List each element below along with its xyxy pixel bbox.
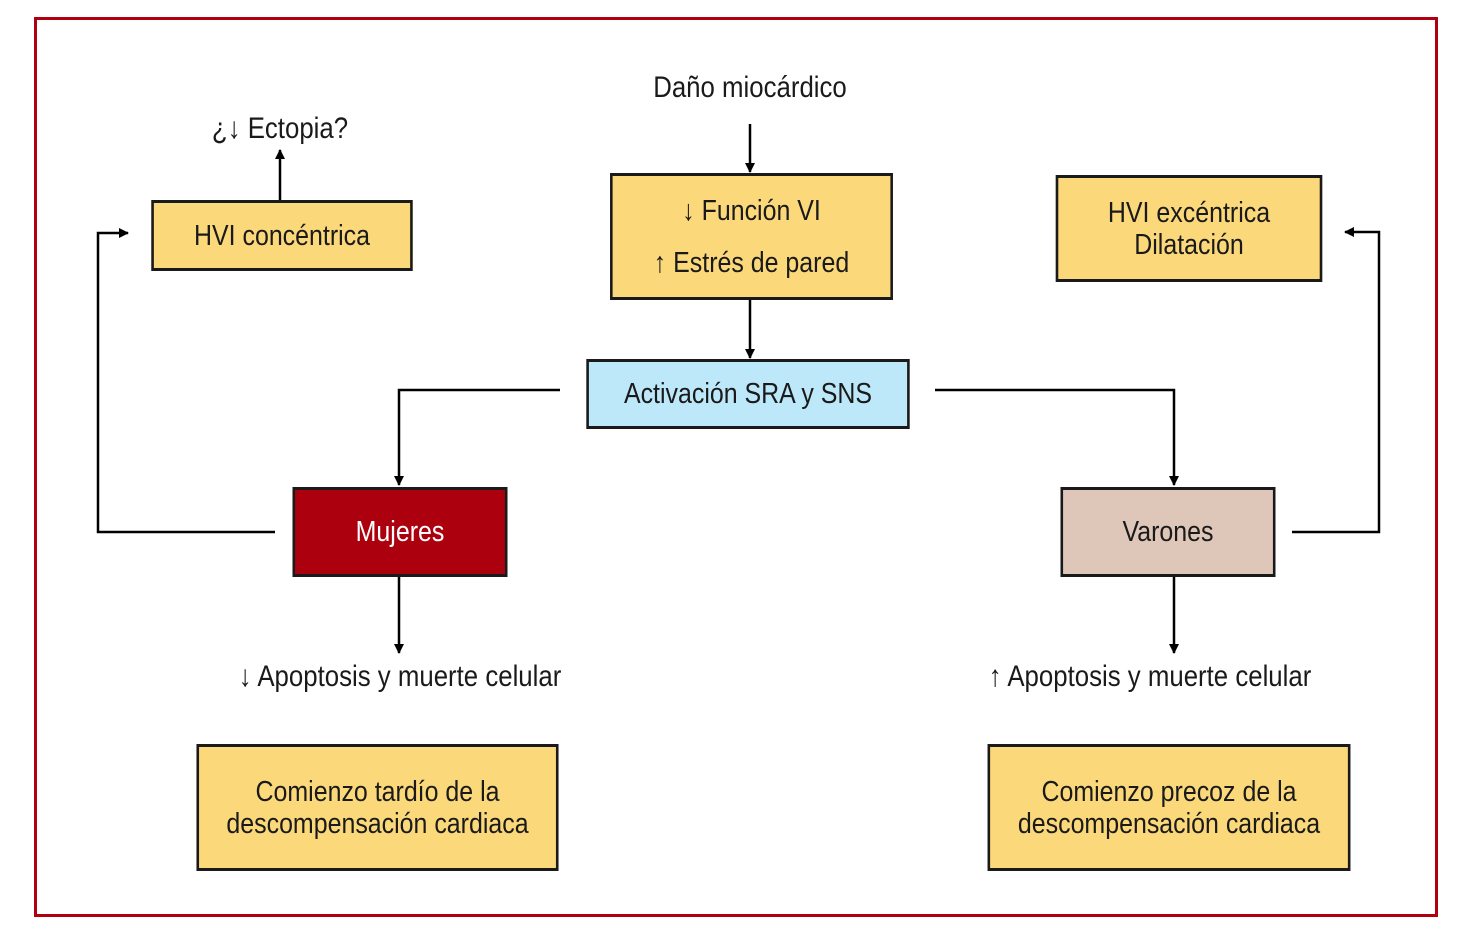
text-activacion: Activación SRA y SNS (623, 378, 873, 410)
text-tardio-line1: Comienzo tardío de la (255, 775, 500, 808)
text-funcion-vi: ↓ Función VI (682, 194, 821, 227)
label-apoptosis-aumentada: ↑ Apoptosis y muerte celular (988, 660, 1312, 693)
text-hvi-concentrica: HVI concéntrica (193, 219, 371, 252)
text-dilatacion: Dilatación (1134, 228, 1244, 261)
box-hvi-excentrica: HVI excéntrica Dilatación (1055, 175, 1323, 282)
box-hvi-concentrica: HVI concéntrica (151, 200, 413, 271)
arrow-activacion-to-varones (935, 388, 1179, 486)
text-precoz-line1: Comienzo precoz de la (1041, 775, 1297, 808)
diagram-frame (34, 17, 1438, 917)
text-tardio-line2: descompensación cardiaca (226, 807, 529, 840)
box-activacion: Activación SRA y SNS (586, 359, 910, 429)
arrow-activacion-to-mujeres (394, 388, 560, 486)
arrow-mujeres-to-hvi-concentrica (96, 228, 275, 534)
box-mujeres: Mujeres (292, 487, 508, 577)
text-mujeres: Mujeres (355, 516, 445, 548)
text-estres-pared: ↑ Estrés de pared (653, 246, 850, 279)
arrow-varones-to-hvi-excentrica (1292, 227, 1381, 534)
box-funcion-vi: ↓ Función VI ↑ Estrés de pared (610, 173, 893, 300)
label-apoptosis-disminuida: ↓ Apoptosis y muerte celular (238, 660, 562, 693)
text-hvi-excentrica: HVI excéntrica (1107, 196, 1271, 229)
label-ectopia: ¿↓ Ectopia? (211, 112, 349, 145)
box-varones: Varones (1060, 487, 1276, 577)
box-comienzo-precoz: Comienzo precoz de la descompensación ca… (987, 744, 1351, 871)
box-comienzo-tardio: Comienzo tardío de la descompensación ca… (196, 744, 559, 871)
text-precoz-line2: descompensación cardiaca (1017, 807, 1321, 840)
text-varones: Varones (1122, 516, 1214, 548)
label-dano-miocardico: Daño miocárdico (653, 71, 847, 104)
